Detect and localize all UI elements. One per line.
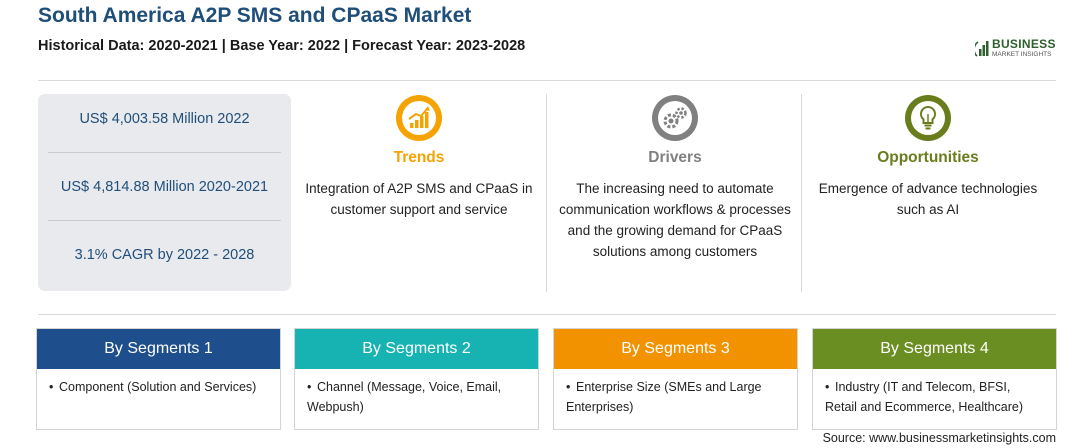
drivers-column: Drivers The increasing need to automate … [556,94,794,292]
segment-4-header: By Segments 4 [813,329,1056,369]
gears-icon [652,95,698,141]
trends-column: Trends Integration of A2P SMS and CPaaS … [300,94,538,292]
segment-card-4: By Segments 4 •Industry (IT and Telecom,… [812,328,1057,430]
segment-4-body: •Industry (IT and Telecom, BFSI, Retail … [813,369,1056,417]
page-subtitle: Historical Data: 2020-2021 | Base Year: … [38,38,526,54]
segment-2-text: Channel (Message, Voice, Email, Webpush) [307,380,502,414]
lightbulb-icon [905,95,951,141]
opportunities-text: Emergence of advance technologies such a… [818,181,1038,217]
stat-divider [48,220,281,221]
bullet-icon: • [49,380,54,394]
stat-market-size-2022: US$ 4,003.58 Million 2022 [79,111,250,127]
segment-1-body: • Component (Solution and Services) [37,369,280,397]
source-citation: Source: www.businessmarketinsights.com [822,431,1056,445]
segment-1-header: By Segments 1 [37,329,280,369]
stat-cagr: 3.1% CAGR by 2022 - 2028 [74,247,255,263]
stat-market-size-historic: US$ 4,814.88 Million 2020-2021 [60,179,269,195]
segment-card-1: By Segments 1 • Component (Solution and S… [36,328,281,430]
trend-chart-icon [396,95,442,141]
top-divider [38,80,1056,81]
logo-text-primary: BUSINESS [992,37,1056,51]
page-title: South America A2P SMS and CPaaS Market [38,4,472,27]
bar-chart-logo-icon [975,41,989,57]
segment-2-header: By Segments 2 [295,329,538,369]
bullet-icon: • [307,380,312,394]
bullet-icon: • [825,380,830,394]
segment-4-text: Industry (IT and Telecom, BFSI, Retail a… [825,380,1023,414]
logo-text-secondary: MARKET INSIGHTS [992,51,1052,58]
bullet-icon: • [566,380,571,394]
segment-1-text: Component (Solution and Services) [59,380,257,394]
drivers-heading: Drivers [648,149,702,166]
segment-card-3: By Segments 3 •Enterprise Size (SMEs and… [553,328,798,430]
drivers-text: The increasing need to automate communic… [559,181,791,259]
segment-card-2: By Segments 2 •Channel (Message, Voice, … [294,328,539,430]
segment-3-body: •Enterprise Size (SMEs and Large Enterpr… [554,369,797,417]
trends-heading: Trends [393,149,445,166]
stats-panel: US$ 4,003.58 Million 2022 US$ 4,814.88 M… [38,94,291,291]
opportunities-column: Opportunities Emergence of advance techn… [808,94,1048,292]
opportunities-heading: Opportunities [877,149,979,166]
column-divider [546,94,547,292]
segments-divider [38,314,1056,315]
segment-2-body: •Channel (Message, Voice, Email, Webpush… [295,369,538,417]
segment-3-text: Enterprise Size (SMEs and Large Enterpri… [566,380,762,414]
brand-logo: BUSINESS MARKET INSIGHTS [975,36,1061,62]
trends-text: Integration of A2P SMS and CPaaS in cust… [305,181,533,217]
segment-3-header: By Segments 3 [554,329,797,369]
stat-divider [48,152,281,153]
column-divider [801,94,802,292]
